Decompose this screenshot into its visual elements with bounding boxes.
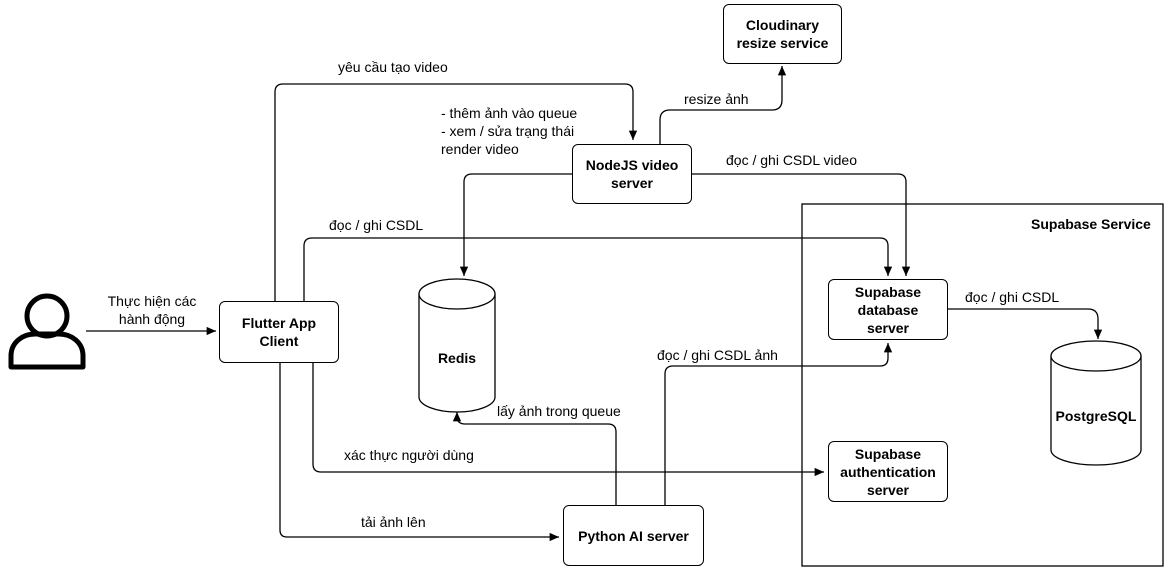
supabase-service-group	[801, 203, 1164, 567]
python-node: Python AI server	[563, 505, 704, 566]
label-queue-note: - thêm ảnh vào queue - xem / sửa trạng t…	[441, 105, 578, 157]
label-postgres-db: đọc / ghi CSDL	[965, 288, 1060, 306]
edge-nodejs-to-redis	[459, 173, 572, 276]
user-icon	[8, 293, 86, 370]
edge-python-to-db	[664, 343, 893, 505]
edge-nodejs-to-db	[692, 173, 911, 276]
redis-label: Redis	[437, 350, 477, 366]
label-get-queue: lấy ảnh trong queue	[497, 402, 621, 420]
supabase-db-node: Supabase database server	[828, 279, 948, 340]
edge-flutter-to-auth	[312, 363, 824, 477]
label-video-db: đọc / ghi CSDL video	[726, 151, 857, 169]
label-user-actions: Thực hiện các hành động	[100, 292, 204, 328]
nodejs-node: NodeJS video server	[572, 144, 692, 204]
supabase-service-title: Supabase Service	[1031, 216, 1151, 232]
redis-cylinder	[418, 278, 496, 413]
label-create-video: yêu cầu tạo video	[338, 58, 448, 76]
supabase-auth-node: Supabase authentication server	[828, 441, 948, 502]
label-resize: resize ảnh	[684, 90, 749, 108]
postgres-label: PostgreSQL	[1055, 408, 1137, 424]
cloudinary-node: Cloudinary resize service	[723, 4, 842, 64]
label-image-db: đọc / ghi CSDL ảnh	[657, 346, 778, 364]
edge-flutter-to-nodejs	[274, 83, 638, 301]
edge-flutter-to-python	[279, 363, 559, 542]
postgres-cylinder	[1050, 340, 1142, 466]
label-auth: xác thực người dùng	[344, 446, 474, 464]
label-flutter-db: đọc / ghi CSDL	[329, 216, 424, 234]
flutter-node: Flutter App Client	[219, 301, 339, 363]
edge-python-to-redis	[452, 412, 617, 505]
edge-db-to-postgres	[948, 308, 1103, 339]
label-upload: tải ảnh lên	[361, 513, 426, 531]
edge-nodejs-to-cloudinary	[659, 66, 787, 144]
edge-flutter-to-db	[303, 237, 893, 301]
